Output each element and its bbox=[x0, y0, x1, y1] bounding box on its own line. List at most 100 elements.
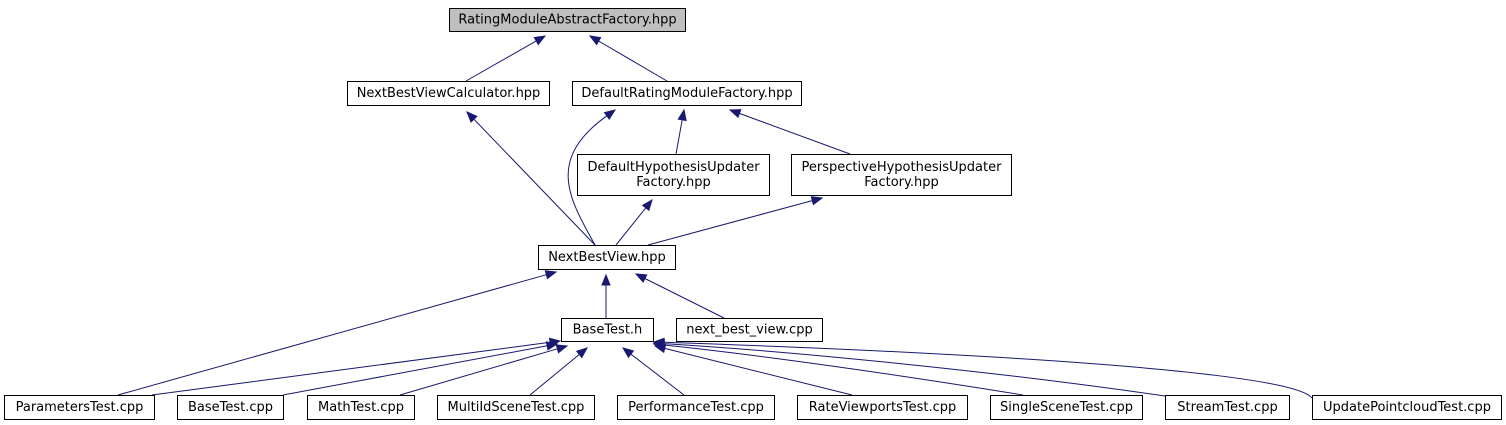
edge-line bbox=[644, 278, 725, 319]
edge-arrowhead bbox=[603, 109, 617, 120]
node-label: DefaultRatingModuleFactory.hpp bbox=[581, 86, 792, 101]
node-update-pointcloud-test[interactable]: UpdatePointcloudTest.cpp bbox=[1312, 395, 1502, 420]
edge-line bbox=[529, 354, 580, 396]
node-next-best-view-cpp[interactable]: next_best_view.cpp bbox=[676, 318, 823, 342]
node-label: ParametersTest.cpp bbox=[16, 400, 144, 415]
node-label: MathTest.cpp bbox=[318, 400, 404, 415]
edge-line bbox=[567, 115, 608, 246]
edge-performance-test-to-base-test-h bbox=[621, 347, 685, 396]
edge-line bbox=[663, 344, 1024, 396]
node-box[interactable] bbox=[307, 395, 415, 420]
node-base-test-cpp[interactable]: BaseTest.cpp bbox=[177, 395, 284, 420]
edge-next-best-view-to-default-hypothesis-updater-factory bbox=[615, 198, 653, 246]
edge-next-best-view-cpp-to-next-best-view bbox=[634, 273, 725, 319]
edge-next-best-view-to-next-best-view-calculator bbox=[466, 111, 596, 246]
edge-line bbox=[675, 119, 683, 155]
edge-stream-test-to-base-test-h bbox=[652, 338, 1166, 397]
node-box[interactable] bbox=[449, 8, 686, 32]
node-box[interactable] bbox=[676, 318, 823, 342]
edge-arrowhead bbox=[810, 196, 824, 206]
nodes-layer: RatingModuleAbstractFactory.hppNextBestV… bbox=[4, 8, 1502, 420]
edge-default-hypothesis-updater-factory-to-default-rating-module-factory bbox=[675, 108, 687, 155]
node-default-rating-module-factory[interactable]: DefaultRatingModuleFactory.hpp bbox=[572, 81, 802, 106]
edge-arrowhead bbox=[652, 337, 665, 348]
edge-math-test-to-base-test-h bbox=[399, 344, 569, 396]
edge-line bbox=[282, 345, 548, 396]
node-label: BaseTest.cpp bbox=[188, 400, 273, 415]
edge-perspective-hypothesis-updater-factory-to-default-rating-module-factory bbox=[728, 109, 851, 155]
edge-line bbox=[630, 353, 685, 396]
node-base-test-h[interactable]: BaseTest.h bbox=[561, 318, 654, 342]
edge-line bbox=[615, 207, 647, 246]
node-box[interactable] bbox=[617, 395, 775, 420]
node-box[interactable] bbox=[1312, 395, 1502, 420]
edge-line bbox=[647, 200, 813, 246]
node-label: MultiIdSceneTest.cpp bbox=[448, 400, 585, 415]
edge-line bbox=[664, 347, 853, 396]
node-label: RateViewportsTest.cpp bbox=[809, 400, 956, 415]
node-label: next_best_view.cpp bbox=[686, 323, 812, 338]
node-label: PerformanceTest.cpp bbox=[628, 400, 764, 415]
node-box[interactable] bbox=[538, 245, 676, 270]
edge-next-best-view-to-default-rating-module-factory bbox=[567, 109, 617, 246]
edge-next-best-view-to-perspective-hypothesis-updater-factory bbox=[647, 196, 824, 246]
node-label: BaseTest.h bbox=[573, 323, 643, 338]
node-next-best-view[interactable]: NextBestView.hpp bbox=[538, 245, 676, 270]
node-box[interactable] bbox=[990, 395, 1143, 420]
edge-update-pointcloud-test-to-base-test-h bbox=[652, 337, 1313, 399]
edge-line bbox=[663, 341, 1313, 399]
node-rate-viewports-test[interactable]: RateViewportsTest.cpp bbox=[797, 395, 968, 420]
node-multi-id-scene-test[interactable]: MultiIdSceneTest.cpp bbox=[437, 395, 595, 420]
node-box[interactable] bbox=[4, 395, 155, 420]
node-box[interactable] bbox=[572, 81, 802, 106]
node-box[interactable] bbox=[437, 395, 595, 420]
edge-line bbox=[473, 118, 596, 246]
edge-line bbox=[465, 40, 537, 82]
node-label: RatingModuleAbstractFactory.hpp bbox=[458, 13, 676, 28]
node-parameters-test[interactable]: ParametersTest.cpp bbox=[4, 395, 155, 420]
node-box[interactable] bbox=[177, 395, 284, 420]
edge-base-test-h-to-next-best-view bbox=[601, 273, 611, 318]
edge-rate-viewports-test-to-base-test-h bbox=[653, 343, 853, 396]
node-box[interactable] bbox=[797, 395, 968, 420]
node-box[interactable] bbox=[561, 318, 654, 342]
edges-layer bbox=[117, 35, 1313, 399]
node-performance-test[interactable]: PerformanceTest.cpp bbox=[617, 395, 775, 420]
node-box[interactable] bbox=[1165, 395, 1290, 420]
edge-base-test-cpp-to-base-test-h bbox=[282, 341, 559, 396]
edge-multi-id-scene-test-to-base-test-h bbox=[529, 347, 589, 396]
node-label: UpdatePointcloudTest.cpp bbox=[1323, 400, 1491, 415]
edge-arrowhead bbox=[601, 273, 611, 286]
node-label: SingleSceneTest.cpp bbox=[1000, 400, 1133, 415]
node-box[interactable] bbox=[791, 154, 1012, 196]
edge-arrowhead bbox=[677, 108, 687, 122]
node-next-best-view-calculator[interactable]: NextBestViewCalculator.hpp bbox=[347, 81, 550, 106]
edge-arrowhead bbox=[466, 111, 478, 123]
node-box[interactable] bbox=[347, 81, 550, 106]
node-math-test[interactable]: MathTest.cpp bbox=[307, 395, 415, 420]
node-label: Factory.hpp bbox=[864, 175, 939, 190]
node-rating-module-abstract-factory[interactable]: RatingModuleAbstractFactory.hpp bbox=[449, 8, 686, 32]
edge-arrowhead bbox=[545, 341, 559, 351]
node-stream-test[interactable]: StreamTest.cpp bbox=[1165, 395, 1290, 420]
edge-line bbox=[117, 274, 547, 396]
node-label: NextBestView.hpp bbox=[548, 250, 666, 265]
node-label: StreamTest.cpp bbox=[1177, 400, 1277, 415]
node-label: NextBestViewCalculator.hpp bbox=[357, 86, 541, 101]
edge-arrowhead bbox=[555, 344, 569, 354]
node-box[interactable] bbox=[577, 154, 770, 196]
node-single-scene-test[interactable]: SingleSceneTest.cpp bbox=[990, 395, 1143, 420]
edge-arrowhead bbox=[641, 198, 653, 212]
edge-default-rating-module-factory-to-rating-module-abstract-factory bbox=[588, 35, 668, 82]
edge-arrowhead bbox=[634, 273, 648, 283]
edge-line bbox=[399, 348, 558, 396]
node-label: PerspectiveHypothesisUpdater bbox=[802, 160, 1003, 175]
edge-arrowhead bbox=[544, 270, 558, 280]
edge-line bbox=[663, 343, 1166, 397]
edge-arrowhead bbox=[575, 347, 589, 359]
edge-line bbox=[739, 112, 851, 155]
edge-line bbox=[151, 341, 551, 396]
